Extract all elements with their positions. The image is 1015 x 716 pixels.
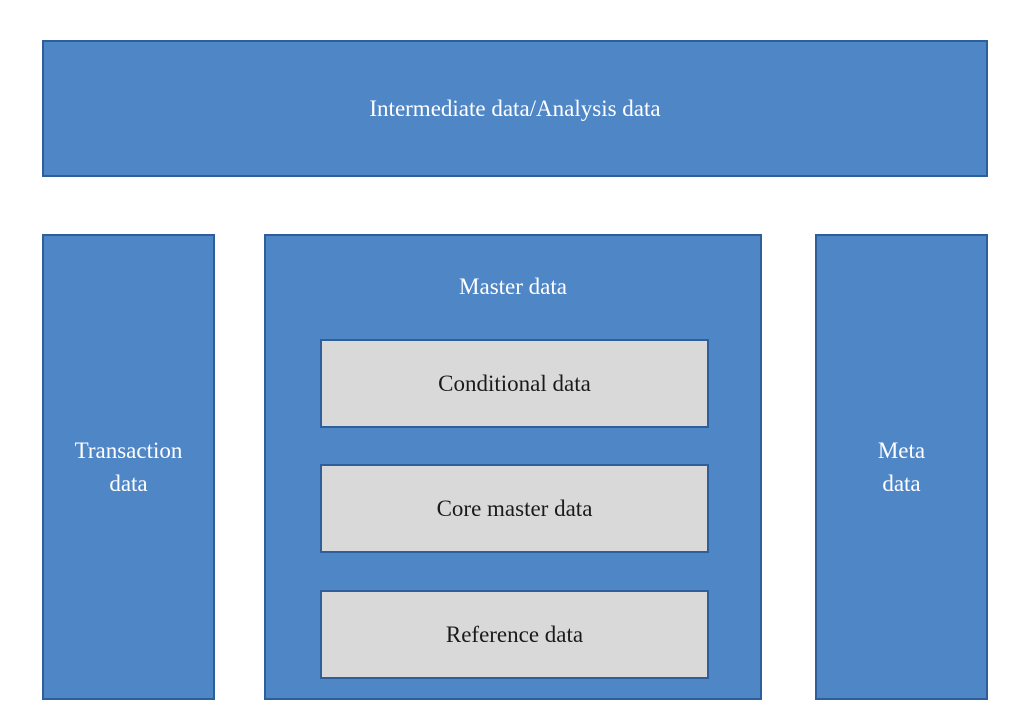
core-master-data-label: Core master data — [436, 496, 593, 521]
master-data-label: Master data — [459, 274, 567, 299]
intermediate-analysis-data-box: Intermediate data/Analysis data — [42, 40, 988, 177]
transaction-data-label: Transaction data — [74, 438, 183, 496]
meta-data-box: Meta data — [815, 234, 988, 700]
conditional-data-box: Conditional data — [320, 339, 709, 428]
core-master-data-box: Core master data — [320, 464, 709, 553]
transaction-data-box: Transaction data — [42, 234, 215, 700]
intermediate-analysis-data-label: Intermediate data/Analysis data — [369, 96, 661, 121]
reference-data-label: Reference data — [445, 622, 584, 647]
master-data-box: Master data Conditional data Core master… — [264, 234, 762, 700]
meta-data-label: Meta data — [877, 438, 926, 496]
reference-data-box: Reference data — [320, 590, 709, 679]
conditional-data-label: Conditional data — [438, 371, 591, 396]
